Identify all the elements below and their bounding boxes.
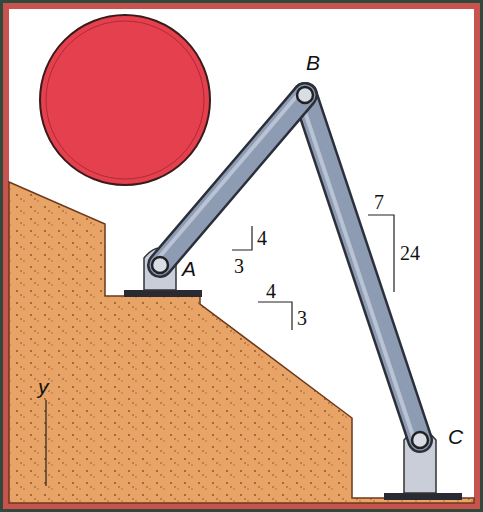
- slope-number: 3: [234, 256, 244, 276]
- slope-number: 4: [266, 281, 276, 301]
- axis-label: y: [38, 376, 49, 397]
- slope-number: 4: [257, 228, 267, 248]
- joint-label: A: [182, 258, 196, 279]
- joint-label: B: [306, 52, 320, 73]
- ball: [40, 15, 210, 185]
- ground: [9, 182, 474, 503]
- slope-triangles: [232, 215, 394, 330]
- slope-number: 3: [297, 308, 307, 328]
- pins: [152, 87, 428, 448]
- member-bc: [300, 95, 420, 442]
- member-ab: [156, 91, 305, 265]
- joint-label: C: [448, 426, 463, 447]
- slope-number: 7: [374, 192, 384, 212]
- background: [9, 9, 474, 503]
- slope-number: 24: [400, 243, 420, 263]
- y-axis: [45, 400, 46, 486]
- red-frame: [3, 3, 480, 509]
